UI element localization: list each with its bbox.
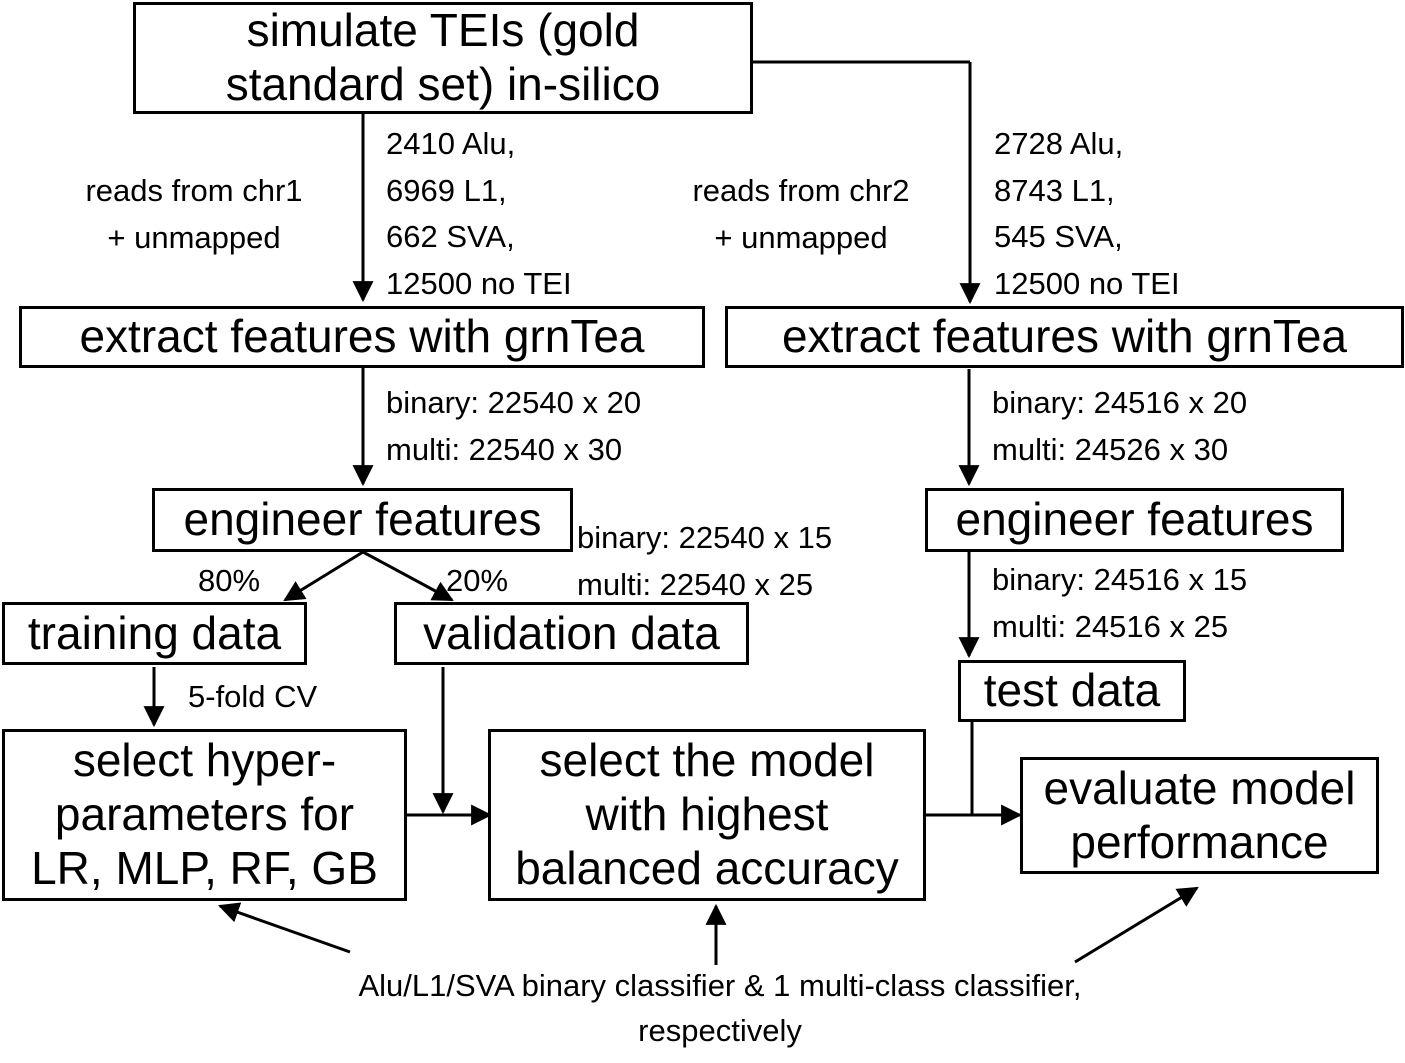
engineer-features-left-box: engineer features <box>152 488 573 552</box>
classifier-note-label: Alu/L1/SVA binary classifier & 1 multi-c… <box>358 968 1082 1048</box>
counts-right-label: 2728 Alu, 8743 L1, 545 SVA, 12500 no TEI <box>994 126 1180 301</box>
dims-extract-right-label: binary: 24516 x 20 multi: 24526 x 30 <box>992 385 1248 467</box>
dims-engineer-left-label: binary: 22540 x 15 multi: 22540 x 25 <box>577 520 833 602</box>
split-80-label: 80% <box>198 563 261 598</box>
simulate-box: simulate TEIs (gold standard set) in-sil… <box>133 2 753 114</box>
training-data-box: training data <box>2 602 307 665</box>
cv-label: 5-fold CV <box>188 679 318 714</box>
counts-left-label: 2410 Alu, 6969 L1, 662 SVA, 12500 no TEI <box>386 126 572 301</box>
select-hyperparameters-box: select hyper- parameters for LR, MLP, RF… <box>2 729 407 901</box>
evaluate-model-box: evaluate model performance <box>1020 757 1379 874</box>
engineer-features-right-box: engineer features <box>925 488 1344 552</box>
arrow-engineer-to-training <box>283 550 364 602</box>
validation-data-box: validation data <box>394 602 749 665</box>
split-20-label: 20% <box>446 563 509 598</box>
test-data-box: test data <box>958 660 1186 722</box>
dims-engineer-right-label: binary: 24516 x 15 multi: 24516 x 25 <box>992 562 1248 644</box>
reads-chr1-label: reads from chr1 + unmapped <box>85 173 303 255</box>
dims-extract-left-label: binary: 22540 x 20 multi: 22540 x 30 <box>386 385 642 467</box>
reads-chr2-label: reads from chr2 + unmapped <box>692 173 910 255</box>
arrow-engineer-to-validation <box>362 550 454 602</box>
arrow-note-to-hyper <box>218 902 351 954</box>
arrow-note-to-evaluate <box>1074 886 1199 964</box>
select-model-box: select the model with highest balanced a… <box>488 729 926 901</box>
extract-features-right-box: extract features with grnTea <box>725 306 1404 368</box>
extract-features-left-box: extract features with grnTea <box>19 306 705 368</box>
